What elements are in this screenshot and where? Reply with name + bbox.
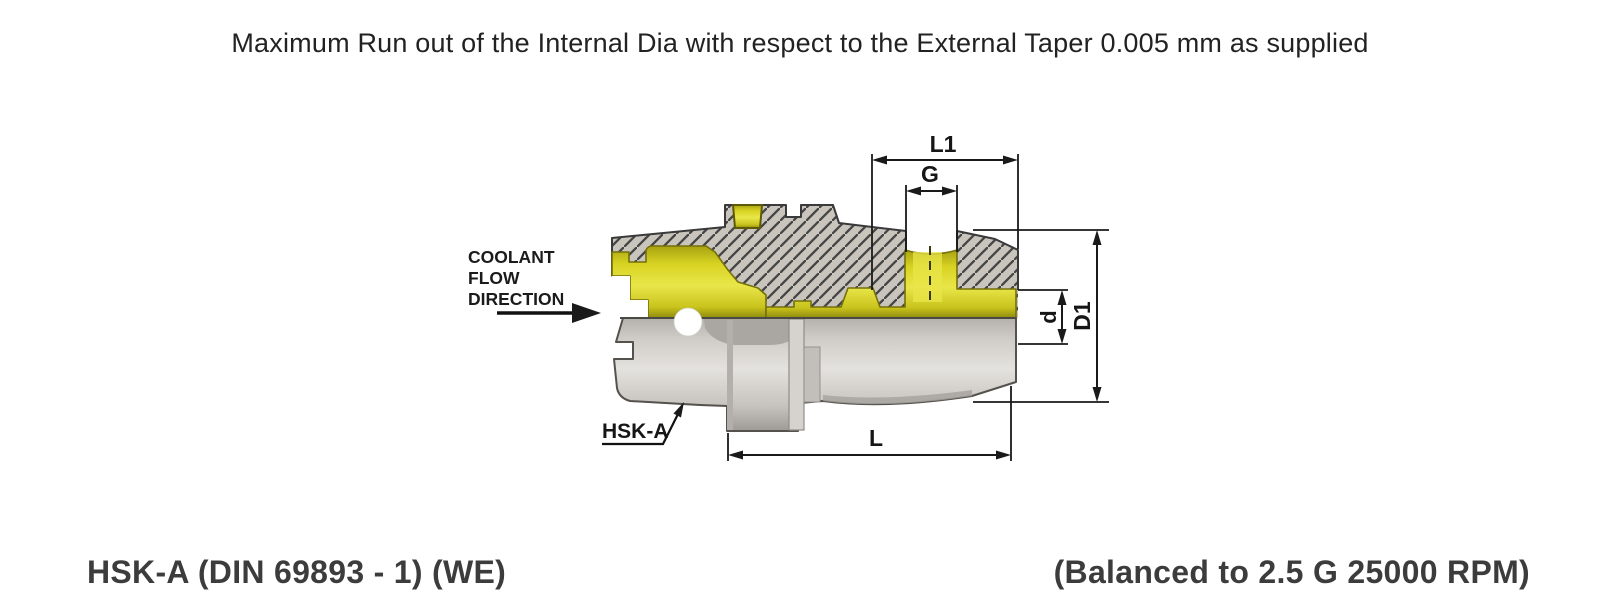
balance-spec-heading: (Balanced to 2.5 G 25000 RPM) xyxy=(1053,554,1530,590)
dim-label-L: L xyxy=(869,425,883,451)
arrowhead xyxy=(872,155,887,165)
dimension-G: G xyxy=(905,161,958,252)
dim-label-D1: D1 xyxy=(1069,301,1095,331)
arrowhead xyxy=(728,450,743,460)
runout-note: Maximum Run out of the Internal Dia with… xyxy=(231,28,1369,58)
body-bottom-shade xyxy=(823,390,972,405)
flange-face-shade xyxy=(727,320,733,430)
dimension-L: L xyxy=(727,386,1012,461)
dim-label-G: G xyxy=(921,161,939,187)
dimension-L1: L1 xyxy=(871,131,1019,290)
coolant-plug xyxy=(732,204,763,229)
coolant-flow-callout: COOLANT FLOW DIRECTION xyxy=(468,247,601,323)
arrowhead xyxy=(1092,230,1102,245)
dim-label-d: d xyxy=(1036,310,1061,323)
arrowhead xyxy=(1003,155,1018,165)
dimension-d: d xyxy=(1018,289,1068,345)
dim-label-L1: L1 xyxy=(930,131,957,157)
shank-callout: HSK-A xyxy=(602,402,684,446)
arrowhead xyxy=(942,186,957,196)
arrowhead xyxy=(1092,387,1102,402)
bore-cavity xyxy=(612,276,648,318)
g-tube-inner xyxy=(913,252,942,302)
arrowhead xyxy=(1057,329,1067,344)
coolant-label-line3: DIRECTION xyxy=(468,289,564,309)
coolant-label-line1: COOLANT xyxy=(468,247,555,267)
arrowhead xyxy=(996,450,1011,460)
drive-slot xyxy=(803,346,821,403)
flange-groove xyxy=(788,318,805,431)
product-series-heading: HSK-A (DIN 69893 - 1) (WE) xyxy=(87,554,507,590)
arrowhead xyxy=(906,186,921,196)
dimension-D1: D1 xyxy=(973,229,1109,403)
coolant-channels xyxy=(611,204,1017,319)
coolant-label-line2: FLOW xyxy=(468,268,520,288)
external-lower-half xyxy=(613,317,1017,432)
arrowhead xyxy=(1057,290,1067,305)
leader-line xyxy=(602,413,679,446)
leader-arrowhead xyxy=(673,402,684,418)
coolant-arrow-head xyxy=(572,303,601,323)
shank-label: HSK-A xyxy=(602,420,669,443)
coolant-port-hole xyxy=(673,307,703,337)
